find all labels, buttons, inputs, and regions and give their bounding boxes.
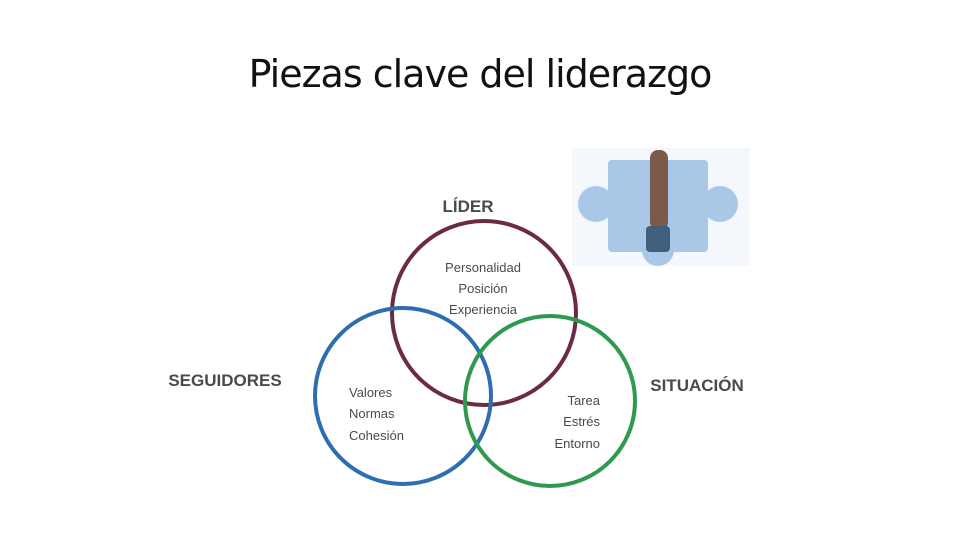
lider-circle [390,219,578,407]
seguidores-heading: SEGUIDORES [168,371,281,390]
situacion-item: Entorno [554,436,600,451]
lider-item: Posición [458,281,507,296]
situacion-heading: SITUACIÓN [650,376,744,395]
seguidores-item: Normas [349,406,395,421]
seguidores-item: Valores [349,385,393,400]
lider-item: Personalidad [445,260,521,275]
lider-heading: LÍDER [443,197,494,216]
situacion-item: Estrés [563,414,600,429]
slide-title: Piezas clave del liderazgo [248,52,713,96]
situacion-item: Tarea [567,393,600,408]
lider-item: Experiencia [449,302,518,317]
seguidores-item: Cohesión [349,428,404,443]
puzzle-piece-icon [572,148,750,266]
seguidores-circle [313,306,493,486]
situacion-circle [463,314,637,488]
